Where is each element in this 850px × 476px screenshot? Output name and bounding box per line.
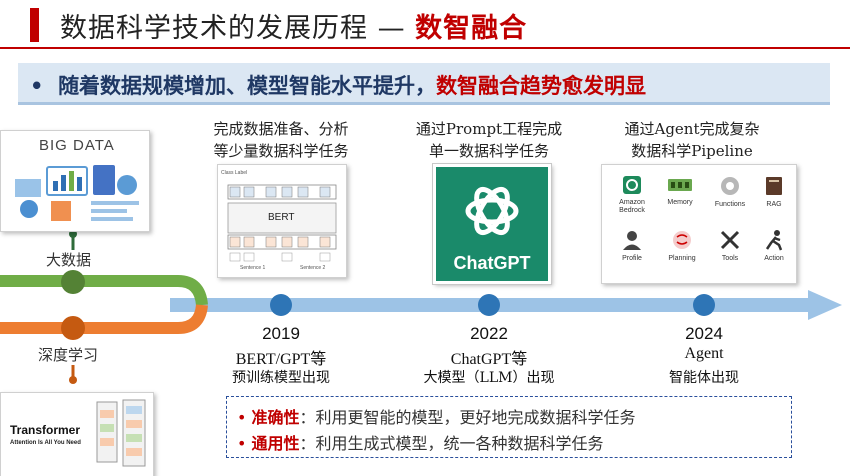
timeline-arrowhead <box>808 290 842 320</box>
bigdata-illustration <box>15 165 139 221</box>
conclusion-box: • 准确性：利用更智能的模型，更好地完成数据科学任务 • 通用性：利用生成式模型… <box>226 396 792 458</box>
bert-sentence1: Sentence 1 <box>240 265 266 271</box>
milestone-2024-sub2: 智能体出现 <box>669 370 739 386</box>
bigdata-card-label: BIG DATA <box>39 137 115 154</box>
chatgpt-label: ChatGPT <box>453 253 531 273</box>
agent-item-memory-label: Memory <box>667 199 693 206</box>
agent-item-profile-label: Profile <box>622 255 642 262</box>
bigdata-lane-label: 大数据 <box>46 251 92 269</box>
bigdata-lane <box>0 275 208 306</box>
conclusion-accuracy: • 准确性：利用更智能的模型，更好地完成数据科学任务 <box>237 404 636 428</box>
bert-card: Class Label BERT Sentence 1 Sentence 2 <box>217 164 347 278</box>
title-accent-bar <box>30 8 39 42</box>
banner-text: • 随着数据规模增加、模型智能水平提升，数智融合趋势愈发明显 <box>30 70 646 100</box>
deeplearning-lane-label: 深度学习 <box>38 346 99 364</box>
title-highlight: 数智融合 <box>415 13 528 44</box>
banner-main: 随着数据规模增加、模型智能水平提升， <box>58 74 437 98</box>
tools-icon <box>720 230 740 250</box>
bert-class-label: Class Label <box>221 170 248 176</box>
milestone-2022-caption: 通过Prompt工程完成单一数据科学任务 <box>409 118 569 162</box>
chatgpt-card: ChatGPT <box>432 163 552 285</box>
agent-item-action: Action <box>758 229 790 271</box>
page-title: 数据科学技术的发展历程 — 数智融合 <box>60 6 527 45</box>
agent-item-profile: Profile <box>614 229 650 271</box>
deeplearning-connector-dot <box>69 376 77 384</box>
bert-diagram <box>227 184 337 262</box>
conclusion-accuracy-text: ：利用更智能的模型，更好地完成数据科学任务 <box>299 408 636 427</box>
bert-sentence2: Sentence 2 <box>300 265 326 271</box>
conclusion-accuracy-label: 准确性 <box>251 408 300 427</box>
transformer-diagram <box>96 399 146 467</box>
agent-item-bedrock: Amazon Bedrock <box>614 175 650 217</box>
milestone-2019-sub1: BERT/GPT等 <box>235 351 327 368</box>
banner-highlight: 数智融合趋势愈发明显 <box>436 74 647 98</box>
bigdata-card: BIG DATA <box>0 130 150 232</box>
milestone-2024-sub1: Agent <box>684 345 724 362</box>
transformer-subtitle: Attention Is All You Need <box>10 440 81 446</box>
bert-label: BERT <box>268 212 295 223</box>
transformer-card: Transformer Attention Is All You Need <box>0 392 154 476</box>
action-icon <box>765 230 783 251</box>
conclusion-accuracy-bullet: • <box>237 408 247 427</box>
title-underline <box>0 47 850 49</box>
agent-item-action-label: Action <box>764 255 784 262</box>
memory-icon <box>668 179 692 191</box>
conclusion-generality-label: 通用性 <box>251 434 300 453</box>
agent-item-tools: Tools <box>710 229 750 271</box>
agent-card: Amazon Bedrock Memory Functions RAG Prof… <box>601 164 797 284</box>
milestone-2019-year: 2019 <box>262 324 300 343</box>
banner-bullet: • <box>30 74 44 98</box>
agent-item-functions: Functions <box>710 175 750 217</box>
deeplearning-lane <box>0 304 208 334</box>
agent-item-memory: Memory <box>662 175 698 217</box>
milestone-2022-caption-line1: 通过Prompt工程完成 <box>415 120 563 138</box>
milestone-2019-caption: 完成数据准备、分析等少量数据科学任务 <box>201 118 361 162</box>
milestone-2022-year: 2022 <box>470 324 508 343</box>
bigdata-node <box>61 270 85 294</box>
milestone-2024-caption-line1: 通过Agent完成复杂 <box>624 120 760 138</box>
milestone-2022-sub1: ChatGPT等 <box>450 351 528 368</box>
bigdata-connector-dot <box>69 230 77 238</box>
agent-item-rag-label: RAG <box>766 201 782 208</box>
milestone-2024-caption-line2: 数据科学Pipeline <box>631 142 753 160</box>
milestone-2019-caption-line2: 等少量数据科学任务 <box>213 142 349 160</box>
milestone-2022-caption-line2: 单一数据科学任务 <box>428 142 549 160</box>
planning-icon <box>673 231 691 249</box>
conclusion-generality-text: ：利用生成式模型，统一各种数据科学任务 <box>299 434 604 453</box>
functions-icon <box>721 177 739 195</box>
milestone-2019-sub2: 预训练模型出现 <box>232 370 330 386</box>
milestone-2024-caption: 通过Agent完成复杂数据科学Pipeline <box>612 118 772 162</box>
milestone-2019-caption-line1: 完成数据准备、分析 <box>213 120 349 138</box>
agent-item-functions-label: Functions <box>714 201 746 208</box>
milestone-node-2024 <box>693 294 715 316</box>
agent-item-bedrock-label: Amazon Bedrock <box>619 199 645 214</box>
conclusion-generality: • 通用性：利用生成式模型，统一各种数据科学任务 <box>237 430 604 454</box>
agent-item-planning-label: Planning <box>668 255 696 262</box>
openai-logo-icon <box>465 187 519 235</box>
summary-banner: • 随着数据规模增加、模型智能水平提升，数智融合趋势愈发明显 <box>18 63 830 105</box>
book-icon <box>766 177 782 195</box>
agent-item-rag: RAG <box>758 175 790 217</box>
milestone-node-2022 <box>478 294 500 316</box>
agent-item-planning: Planning <box>662 229 702 271</box>
milestone-2024-year: 2024 <box>685 324 723 343</box>
profile-icon <box>623 231 641 250</box>
agent-item-tools-label: Tools <box>721 255 739 262</box>
milestone-2022-sub2: 大模型（LLM）出现 <box>423 370 555 386</box>
title-main: 数据科学技术的发展历程 — <box>60 13 416 44</box>
transformer-title: Transformer <box>10 423 81 437</box>
conclusion-generality-bullet: • <box>237 434 247 453</box>
deeplearning-node <box>61 316 85 340</box>
bedrock-icon <box>623 176 641 194</box>
milestone-node-2019 <box>270 294 292 316</box>
